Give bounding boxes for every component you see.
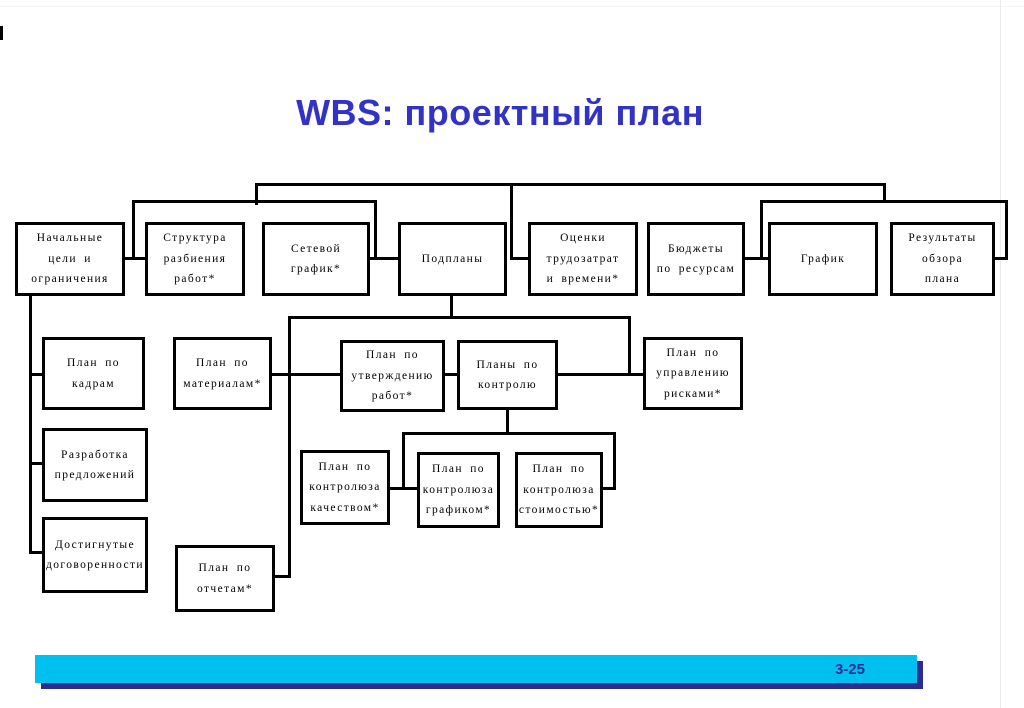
wbs-box-plany-po-kontrolyu: Планы по контролю: [457, 340, 558, 410]
wbs-box-struktura-razbieniya: Структура разбиения работ*: [145, 222, 245, 296]
connector-line: [602, 487, 616, 490]
wbs-box-razrabotka-predlozheniy: Разработка предложений: [42, 428, 148, 502]
connector-line: [506, 410, 509, 435]
connector-line: [29, 296, 32, 554]
connector-line: [1005, 200, 1008, 260]
connector-line: [390, 487, 419, 490]
wbs-box-kontrol-grafikom: План по контролюза графиком*: [417, 452, 500, 528]
wbs-box-kontrol-stoimostyu: План по контролюза стоимостью*: [515, 452, 603, 528]
footer-bar: 3-25: [35, 655, 917, 683]
wbs-box-plan-po-riskam: План по управлению рисками*: [643, 337, 743, 410]
wbs-box-grafik: График: [768, 222, 878, 296]
connector-line: [510, 183, 513, 260]
connector-line: [122, 257, 148, 260]
connector-line: [402, 432, 405, 490]
connector-line: [272, 373, 342, 376]
wbs-box-kontrol-kachestvom: План по контролюза качеством*: [300, 450, 390, 525]
connector-line: [255, 183, 258, 205]
wbs-box-ocenki-trudozatrat: Оценки трудозатрат и времени*: [528, 222, 638, 296]
connector-line: [374, 200, 377, 260]
connector-line: [132, 200, 377, 203]
connector-line: [288, 316, 291, 578]
connector-line: [450, 296, 453, 318]
connector-line: [613, 432, 616, 490]
connector-line: [255, 183, 886, 186]
connector-line: [445, 373, 459, 376]
connector-line: [994, 257, 1008, 260]
wbs-box-plan-po-kadram: План по кадрам: [42, 337, 145, 410]
wbs-box-nachalnye-celi: Начальные цели и ограничения: [15, 222, 125, 296]
connector-line: [29, 551, 44, 554]
wbs-box-plan-po-utverzhdeniyu: План по утверждению работ*: [340, 340, 445, 412]
connector-line: [368, 257, 400, 260]
connector-line: [29, 373, 44, 376]
right-edge-line: [1000, 0, 1001, 708]
wbs-box-podplany: Подпланы: [398, 222, 507, 296]
wbs-box-plan-po-materialam: План по материалам*: [173, 337, 272, 410]
connector-line: [760, 200, 763, 260]
connector-line: [275, 575, 291, 578]
connector-line: [883, 183, 886, 203]
wbs-box-rezultaty-obzora: Результаты обзора плана: [890, 222, 995, 296]
wbs-box-byudzhety-po-resursam: Бюджеты по ресурсам: [647, 222, 745, 296]
connector-line: [29, 462, 44, 465]
connector-line: [402, 432, 616, 435]
top-edge-line: [0, 6, 1024, 7]
connector-line: [510, 257, 530, 260]
connector-line: [745, 257, 770, 260]
connector-line: [132, 200, 135, 260]
connector-line: [628, 316, 631, 376]
wbs-box-plan-po-otchetam: План по отчетам*: [175, 545, 275, 612]
connector-line: [558, 373, 645, 376]
page-number: 3-25: [834, 660, 865, 678]
wbs-box-dostignutye-dogovorennosti: Достигнутые договоренности: [42, 517, 148, 593]
connector-line: [288, 316, 631, 319]
left-edge-tick: [0, 26, 3, 40]
wbs-box-setevoy-grafik: Сетевой график*: [262, 222, 370, 296]
slide-title: WBS: проектный план: [296, 92, 704, 133]
